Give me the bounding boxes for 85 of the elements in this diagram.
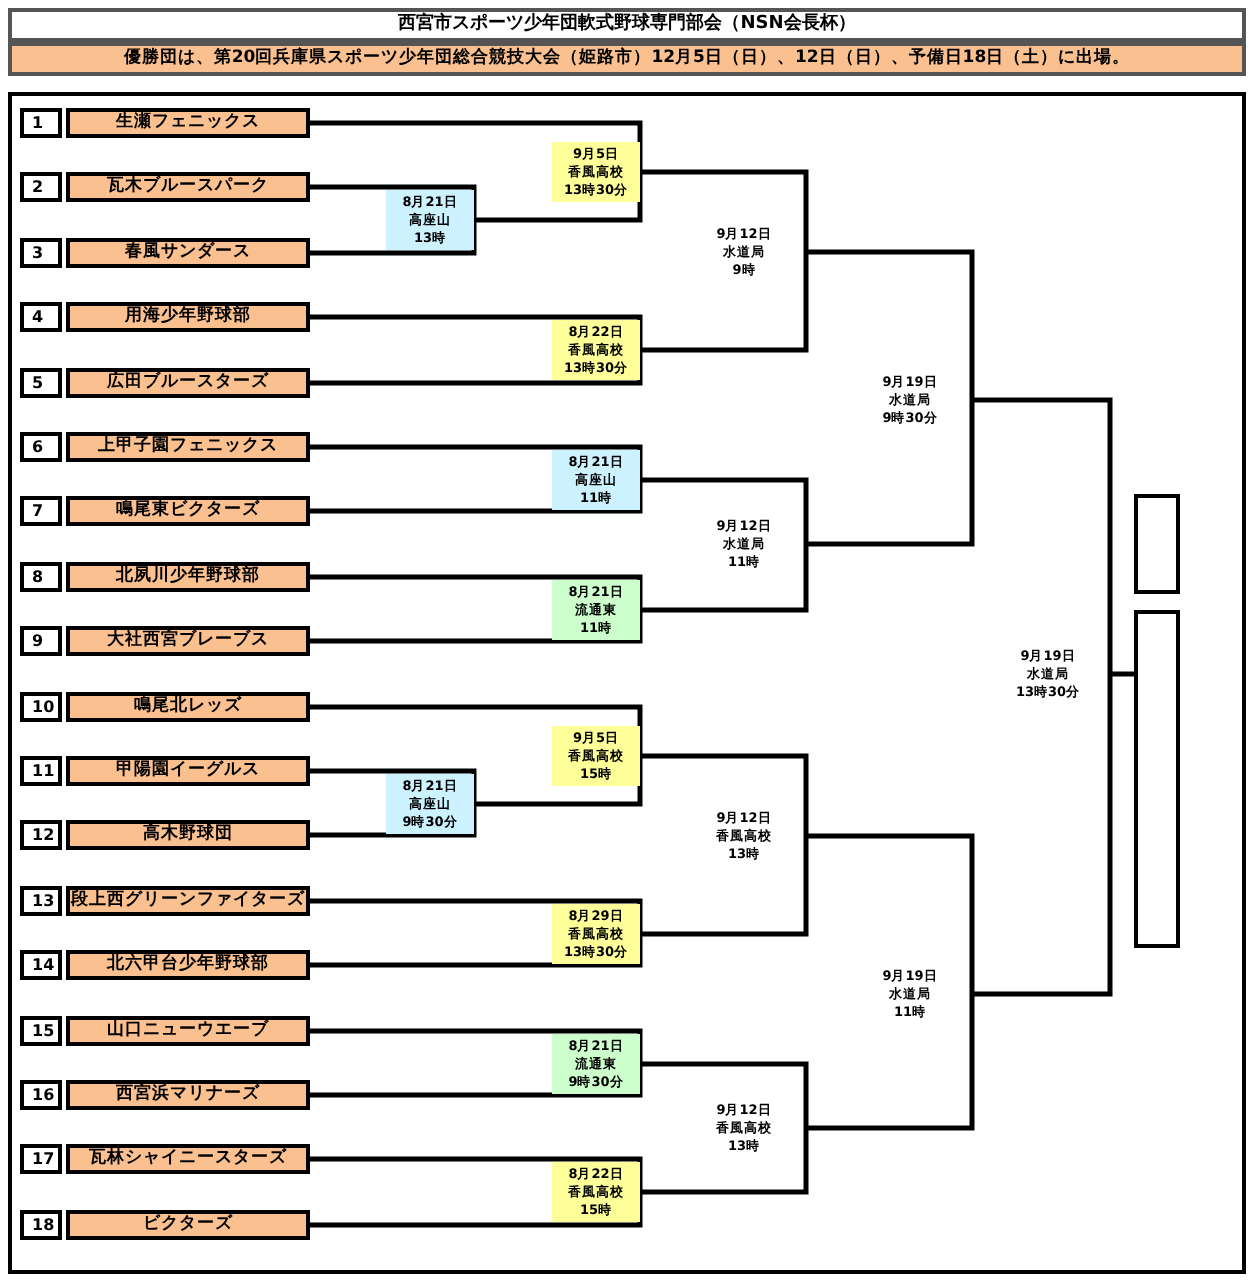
bracket-line: [310, 120, 643, 172]
bracket-line: [310, 1156, 643, 1192]
bracket-line: [310, 314, 643, 350]
bracket-line: [310, 444, 643, 480]
bracket-line: [640, 169, 809, 252]
bracket-line: [310, 704, 643, 756]
bracket-line: [310, 1028, 643, 1064]
team-number: 13: [20, 886, 62, 916]
team-number: 9: [20, 626, 62, 656]
bracket-line: [310, 768, 477, 804]
team-name: 上甲子園フェニックス: [66, 432, 310, 462]
team-number: 10: [20, 692, 62, 722]
bracket-line: [474, 756, 643, 807]
match-info-box: [386, 774, 474, 834]
team-name: 甲陽園イーグルス: [66, 756, 310, 786]
team-name: 瓦林シャイニースターズ: [66, 1144, 310, 1174]
team-number: 11: [20, 756, 62, 786]
team-number: 1: [20, 108, 62, 138]
team-name: 鳴尾東ビクターズ: [66, 496, 310, 526]
team-number: 4: [20, 302, 62, 332]
bracket-line: [806, 994, 975, 1131]
team-number: 16: [20, 1080, 62, 1110]
team-number: 2: [20, 172, 62, 202]
match-info-box: [552, 580, 640, 640]
team-number: 5: [20, 368, 62, 398]
team-number: 17: [20, 1144, 62, 1174]
team-number: 12: [20, 820, 62, 850]
match-info-box: [386, 190, 474, 250]
bracket-line: [640, 252, 809, 353]
bracket-line: [474, 172, 643, 223]
bracket-line: [806, 833, 975, 994]
team-number: 15: [20, 1016, 62, 1046]
team-name: 高木野球団: [66, 820, 310, 850]
team-name: 北六甲台少年野球部: [66, 950, 310, 980]
team-name: 生瀬フェニックス: [66, 108, 310, 138]
team-name: 瓦木ブルースパーク: [66, 172, 310, 202]
bracket-line: [1110, 671, 1134, 677]
match-info-box: [552, 1162, 640, 1222]
team-name: 用海少年野球部: [66, 302, 310, 332]
bracket-line: [310, 350, 643, 386]
bracket-line: [310, 804, 477, 838]
team-number: 3: [20, 238, 62, 268]
title-bar: 西宮市スポーツ少年団軟式野球専門部会（NSN会長杯）: [8, 8, 1246, 42]
bracket-line: [640, 836, 809, 937]
match-info-box: [552, 142, 640, 202]
bracket-line: [806, 400, 975, 547]
team-name: 西宮浜マリナーズ: [66, 1080, 310, 1110]
match-info-box: [552, 904, 640, 964]
winner-box: [1134, 610, 1180, 948]
team-number: 6: [20, 432, 62, 462]
bracket-line: [972, 397, 1113, 674]
team-number: 14: [20, 950, 62, 980]
team-name: 北夙川少年野球部: [66, 562, 310, 592]
bracket-line: [640, 1061, 809, 1128]
match-info-box: [552, 320, 640, 380]
team-name: 大社西宮ブレーブス: [66, 626, 310, 656]
bracket-line: [310, 480, 643, 514]
bracket-line: [310, 1192, 643, 1228]
notice-bar: 優勝団は、第20回兵庫県スポーツ少年団総合競技大会（姫路市）12月5日（日）、12日（日）、予備日18日（土）に出場。: [8, 42, 1246, 76]
match-info-box: [552, 726, 640, 786]
bracket-line: [310, 574, 643, 610]
winner-box: [1134, 494, 1180, 594]
team-name: 広田ブルースターズ: [66, 368, 310, 398]
team-number: 8: [20, 562, 62, 592]
bracket-line: [806, 249, 975, 400]
bracket-line: [310, 184, 477, 220]
bracket-line: [310, 220, 477, 256]
bracket-line: [310, 610, 643, 644]
bracket-line: [310, 1064, 643, 1098]
bracket-line: [640, 544, 809, 613]
bracket-line: [640, 1128, 809, 1195]
bracket-line: [640, 753, 809, 836]
match-info-box: [552, 1034, 640, 1094]
bracket-line: [972, 674, 1113, 997]
bracket-line: [310, 934, 643, 968]
team-name: 段上西グリーンファイターズ: [66, 886, 310, 916]
team-name: 山口ニューウエーブ: [66, 1016, 310, 1046]
team-number: 7: [20, 496, 62, 526]
bracket-line: [310, 898, 643, 934]
team-number: 18: [20, 1210, 62, 1240]
team-name: 鳴尾北レッズ: [66, 692, 310, 722]
bracket-line: [640, 477, 809, 544]
match-info-box: [552, 450, 640, 510]
team-name: 春風サンダース: [66, 238, 310, 268]
team-name: ビクターズ: [66, 1210, 310, 1240]
